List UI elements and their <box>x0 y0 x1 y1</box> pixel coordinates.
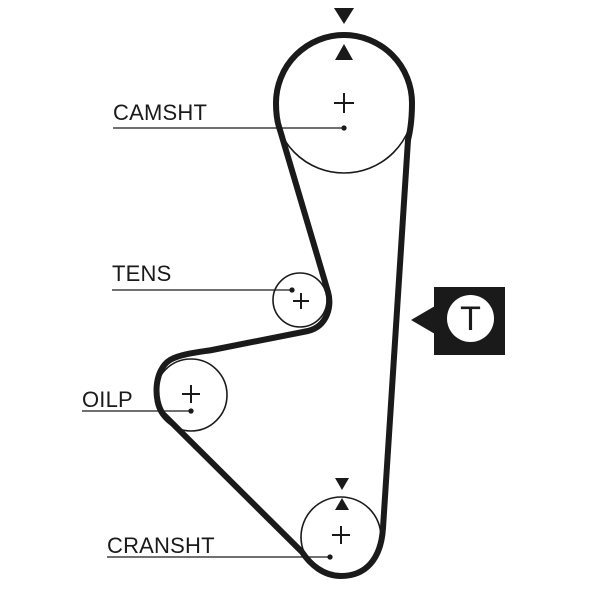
tensioner-leader-dot <box>289 287 295 293</box>
timing-belt <box>153 32 415 579</box>
crankshaft-timing-mark-top-icon <box>335 478 349 490</box>
crankshaft-leader-dot <box>327 554 333 560</box>
crankshaft-timing-mark-bottom-icon <box>335 498 349 510</box>
oil-pump-leader-dot <box>188 408 194 414</box>
oil-pump-label: OILP <box>82 387 133 412</box>
camshaft-timing-mark-top-icon <box>334 8 354 24</box>
tensioner-label: TENS <box>112 261 172 286</box>
camshaft-timing-mark-bottom-icon <box>335 44 353 60</box>
crankshaft-label: CRANSHT <box>107 533 215 558</box>
plus-icon <box>332 526 350 544</box>
triangle-left-icon <box>411 306 435 334</box>
plus-icon <box>182 385 200 403</box>
camshaft-label: CAMSHT <box>113 100 208 125</box>
tension-badge-letter: T <box>447 295 494 342</box>
plus-icon <box>293 293 309 309</box>
camshaft-leader-dot <box>341 125 347 131</box>
plus-icon <box>334 93 354 113</box>
